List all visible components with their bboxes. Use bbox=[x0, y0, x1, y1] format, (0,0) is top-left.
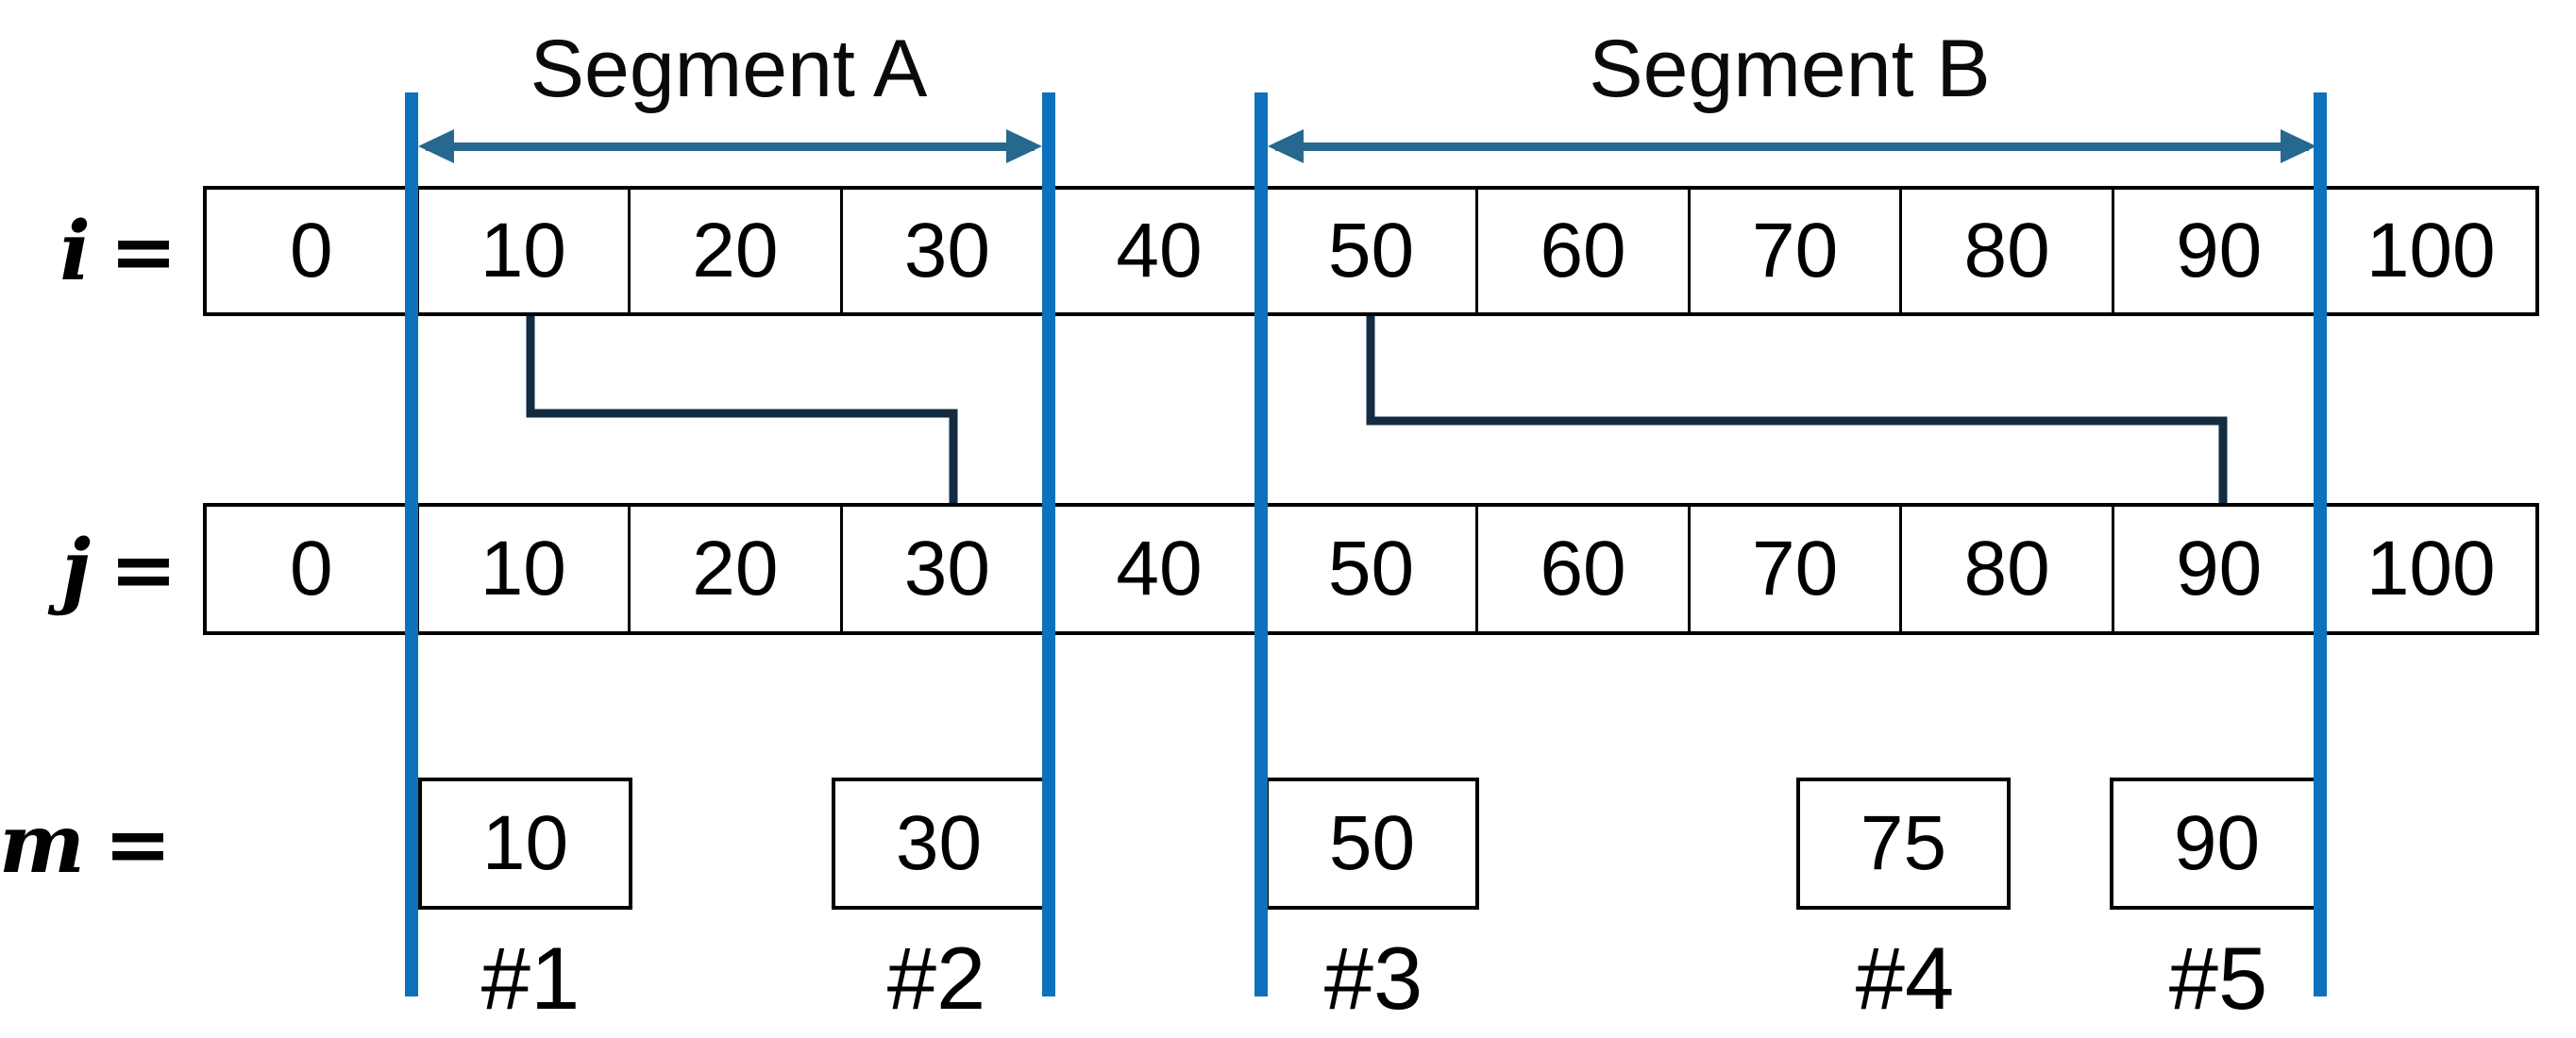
segment-divider-line bbox=[1254, 92, 1268, 996]
row-i-cell: 50 bbox=[1267, 190, 1479, 312]
m-value-box: 90 bbox=[2110, 778, 2324, 910]
m-value-box: 50 bbox=[1265, 778, 1479, 910]
row-i-cell: 60 bbox=[1478, 190, 1691, 312]
equals-sign: = bbox=[109, 203, 177, 299]
row-j-label: j = bbox=[0, 503, 177, 635]
segment-divider-line bbox=[405, 92, 418, 996]
row-j-cell: 70 bbox=[1691, 507, 1903, 631]
row-j-variable: j bbox=[60, 521, 91, 617]
segment-divider-line bbox=[2314, 92, 2327, 996]
equals-sign: = bbox=[103, 795, 172, 892]
row-j-cell: 60 bbox=[1478, 507, 1691, 631]
connector-i10-to-j30 bbox=[526, 316, 958, 503]
equals-sign: = bbox=[109, 521, 177, 617]
arrow-shaft bbox=[1275, 142, 2309, 151]
m-value-box: 75 bbox=[1796, 778, 2011, 910]
segment-b-extent-arrow-icon bbox=[1268, 129, 2316, 163]
m-index-label: #1 bbox=[480, 929, 581, 1028]
row-j-cell: 20 bbox=[631, 507, 843, 631]
connector-i50-to-j90 bbox=[1366, 316, 2228, 503]
row-j-cell: 90 bbox=[2114, 507, 2327, 631]
row-j-cell: 80 bbox=[1902, 507, 2114, 631]
m-value-box: 30 bbox=[832, 778, 1046, 910]
row-i-label: i = bbox=[0, 186, 177, 316]
segment-b-label: Segment B bbox=[1589, 24, 1991, 114]
row-i-cell: 20 bbox=[631, 190, 843, 312]
row-i-cell: 10 bbox=[419, 190, 631, 312]
row-m-variable: m bbox=[0, 795, 85, 892]
m-index-label: #4 bbox=[1855, 929, 1955, 1028]
m-index-label: #2 bbox=[886, 929, 986, 1028]
row-i-cell: 80 bbox=[1902, 190, 2114, 312]
row-j-cell: 100 bbox=[2366, 526, 2496, 611]
row-j-cell: 30 bbox=[843, 507, 1055, 631]
m-value-box: 10 bbox=[418, 778, 632, 910]
row-i-cell: 70 bbox=[1691, 190, 1903, 312]
segment-divider-line bbox=[1042, 92, 1055, 996]
arrow-shaft bbox=[426, 142, 1035, 151]
row-j-cell: 50 bbox=[1267, 507, 1479, 631]
row-j-cell: 10 bbox=[419, 507, 631, 631]
m-index-label: #3 bbox=[1323, 929, 1423, 1028]
m-index-label: #5 bbox=[2168, 929, 2268, 1028]
row-i-variable: i bbox=[59, 203, 91, 299]
segment-a-extent-arrow-icon bbox=[418, 129, 1042, 163]
row-i-cell: 100 bbox=[2366, 208, 2496, 293]
row-m-label: m = bbox=[0, 778, 172, 910]
segment-a-label: Segment A bbox=[530, 24, 928, 114]
